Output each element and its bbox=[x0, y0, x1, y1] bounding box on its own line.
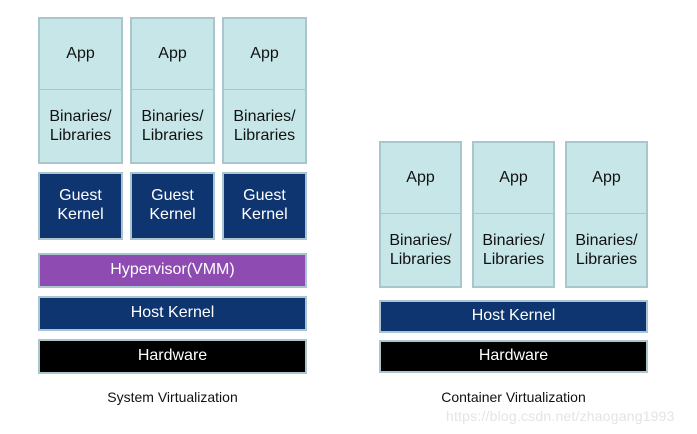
vm-3-app-cell: App bbox=[224, 19, 305, 90]
container-column-1-app-libs-stack: App Binaries/ Libraries bbox=[379, 141, 462, 288]
right-host-kernel-layer: Host Kernel bbox=[379, 300, 648, 333]
system-virtualization-caption: System Virtualization bbox=[107, 389, 238, 405]
vm-1-guest-kernel-box: Guest Kernel bbox=[38, 172, 123, 240]
container-1-app-cell: App bbox=[381, 143, 460, 214]
container-3-binaries-libraries-cell: Binaries/ Libraries bbox=[575, 231, 638, 268]
container-virtualization-caption: Container Virtualization bbox=[441, 389, 586, 405]
container-1-binaries-libraries-cell: Binaries/ Libraries bbox=[389, 231, 452, 268]
container-2-binaries-libraries-cell: Binaries/ Libraries bbox=[482, 231, 545, 268]
container-column-2-app-libs-stack: App Binaries/ Libraries bbox=[472, 141, 555, 288]
vm-column-3-app-libs-stack: App Binaries/ Libraries bbox=[222, 17, 307, 164]
right-hardware-layer: Hardware bbox=[379, 340, 648, 373]
vm-1-binaries-libraries-cell: Binaries/ Libraries bbox=[49, 107, 112, 144]
vm-3-binaries-libraries-cell: Binaries/ Libraries bbox=[233, 107, 296, 144]
container-column-3-app-libs-stack: App Binaries/ Libraries bbox=[565, 141, 648, 288]
source-watermark: https://blog.csdn.net/zhaogang1993 bbox=[446, 408, 675, 424]
hypervisor-vmm-layer: Hypervisor(VMM) bbox=[38, 253, 307, 288]
vm-2-binaries-libraries-cell: Binaries/ Libraries bbox=[141, 107, 204, 144]
vm-column-2-app-libs-stack: App Binaries/ Libraries bbox=[130, 17, 215, 164]
vm-2-app-cell: App bbox=[132, 19, 213, 90]
container-2-app-cell: App bbox=[474, 143, 553, 214]
vm-3-guest-kernel-box: Guest Kernel bbox=[222, 172, 307, 240]
left-hardware-layer: Hardware bbox=[38, 339, 307, 374]
vm-2-guest-kernel-box: Guest Kernel bbox=[130, 172, 215, 240]
left-host-kernel-layer: Host Kernel bbox=[38, 296, 307, 331]
container-3-app-cell: App bbox=[567, 143, 646, 214]
vm-column-1-app-libs-stack: App Binaries/ Libraries bbox=[38, 17, 123, 164]
vm-1-app-cell: App bbox=[40, 19, 121, 90]
